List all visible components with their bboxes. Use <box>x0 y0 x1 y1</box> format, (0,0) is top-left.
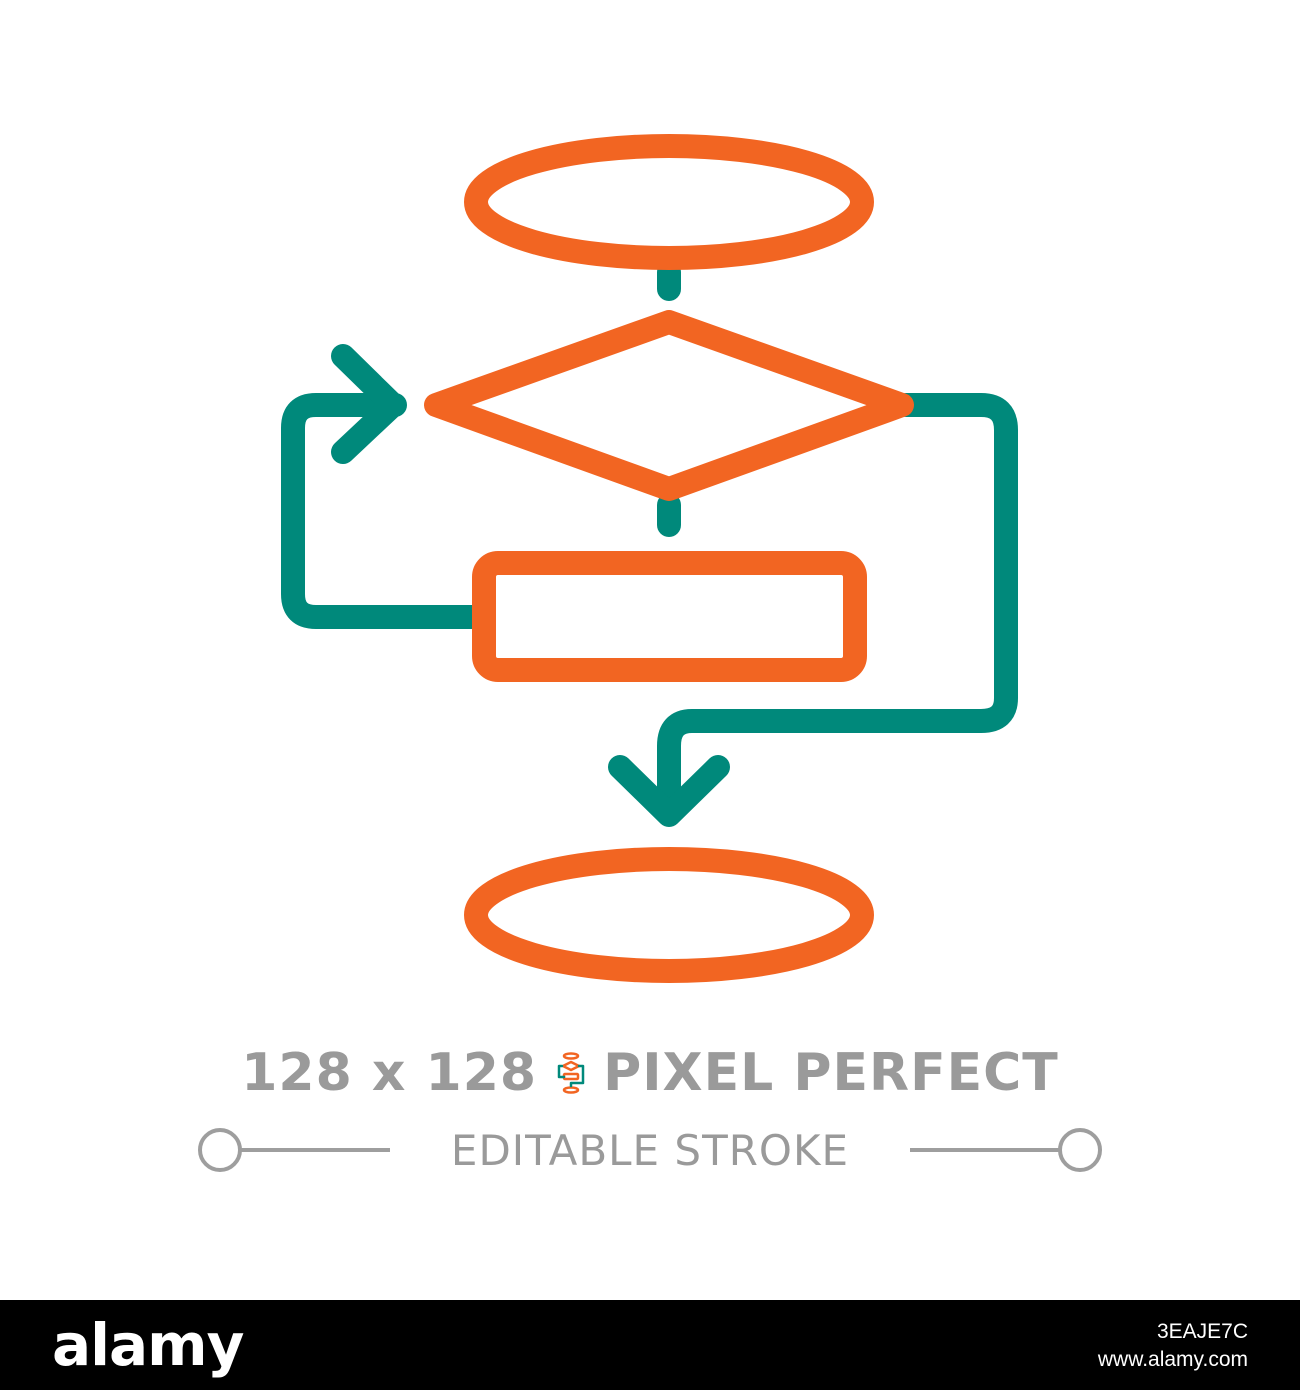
pixel-perfect-label: PIXEL PERFECT <box>603 1043 1059 1103</box>
icon-size-label: 128 x 128 <box>241 1043 538 1103</box>
mini-flowchart-icon <box>557 1052 585 1094</box>
exit-path <box>657 393 1018 822</box>
end-terminator <box>464 847 874 983</box>
loop-back-arrowhead <box>331 344 405 464</box>
flowchart-icon <box>281 134 1018 983</box>
process-box <box>472 551 867 682</box>
image-id-label: 3EAJE7C <box>1156 1320 1248 1343</box>
exit-arrowhead <box>608 755 730 827</box>
watermark-footer: alamy 3EAJE7C www.alamy.com <box>0 1300 1300 1390</box>
caption-subtitle-row: EDITABLE STROKE <box>0 1120 1300 1180</box>
caption-title-row: 128 x 128 PIXEL PERFECT <box>0 1038 1300 1108</box>
site-url-label: www.alamy.com <box>1097 1348 1248 1371</box>
footer-meta: 3EAJE7C www.alamy.com <box>1098 1318 1248 1374</box>
alamy-logo: alamy <box>52 1311 244 1379</box>
decision-diamond <box>424 310 914 501</box>
editable-stroke-label: EDITABLE STROKE <box>422 1125 878 1175</box>
stroke-slider-decoration <box>198 1128 1102 1172</box>
loop-back-path <box>281 393 484 629</box>
start-terminator <box>464 134 874 270</box>
icon-canvas <box>281 134 1018 983</box>
